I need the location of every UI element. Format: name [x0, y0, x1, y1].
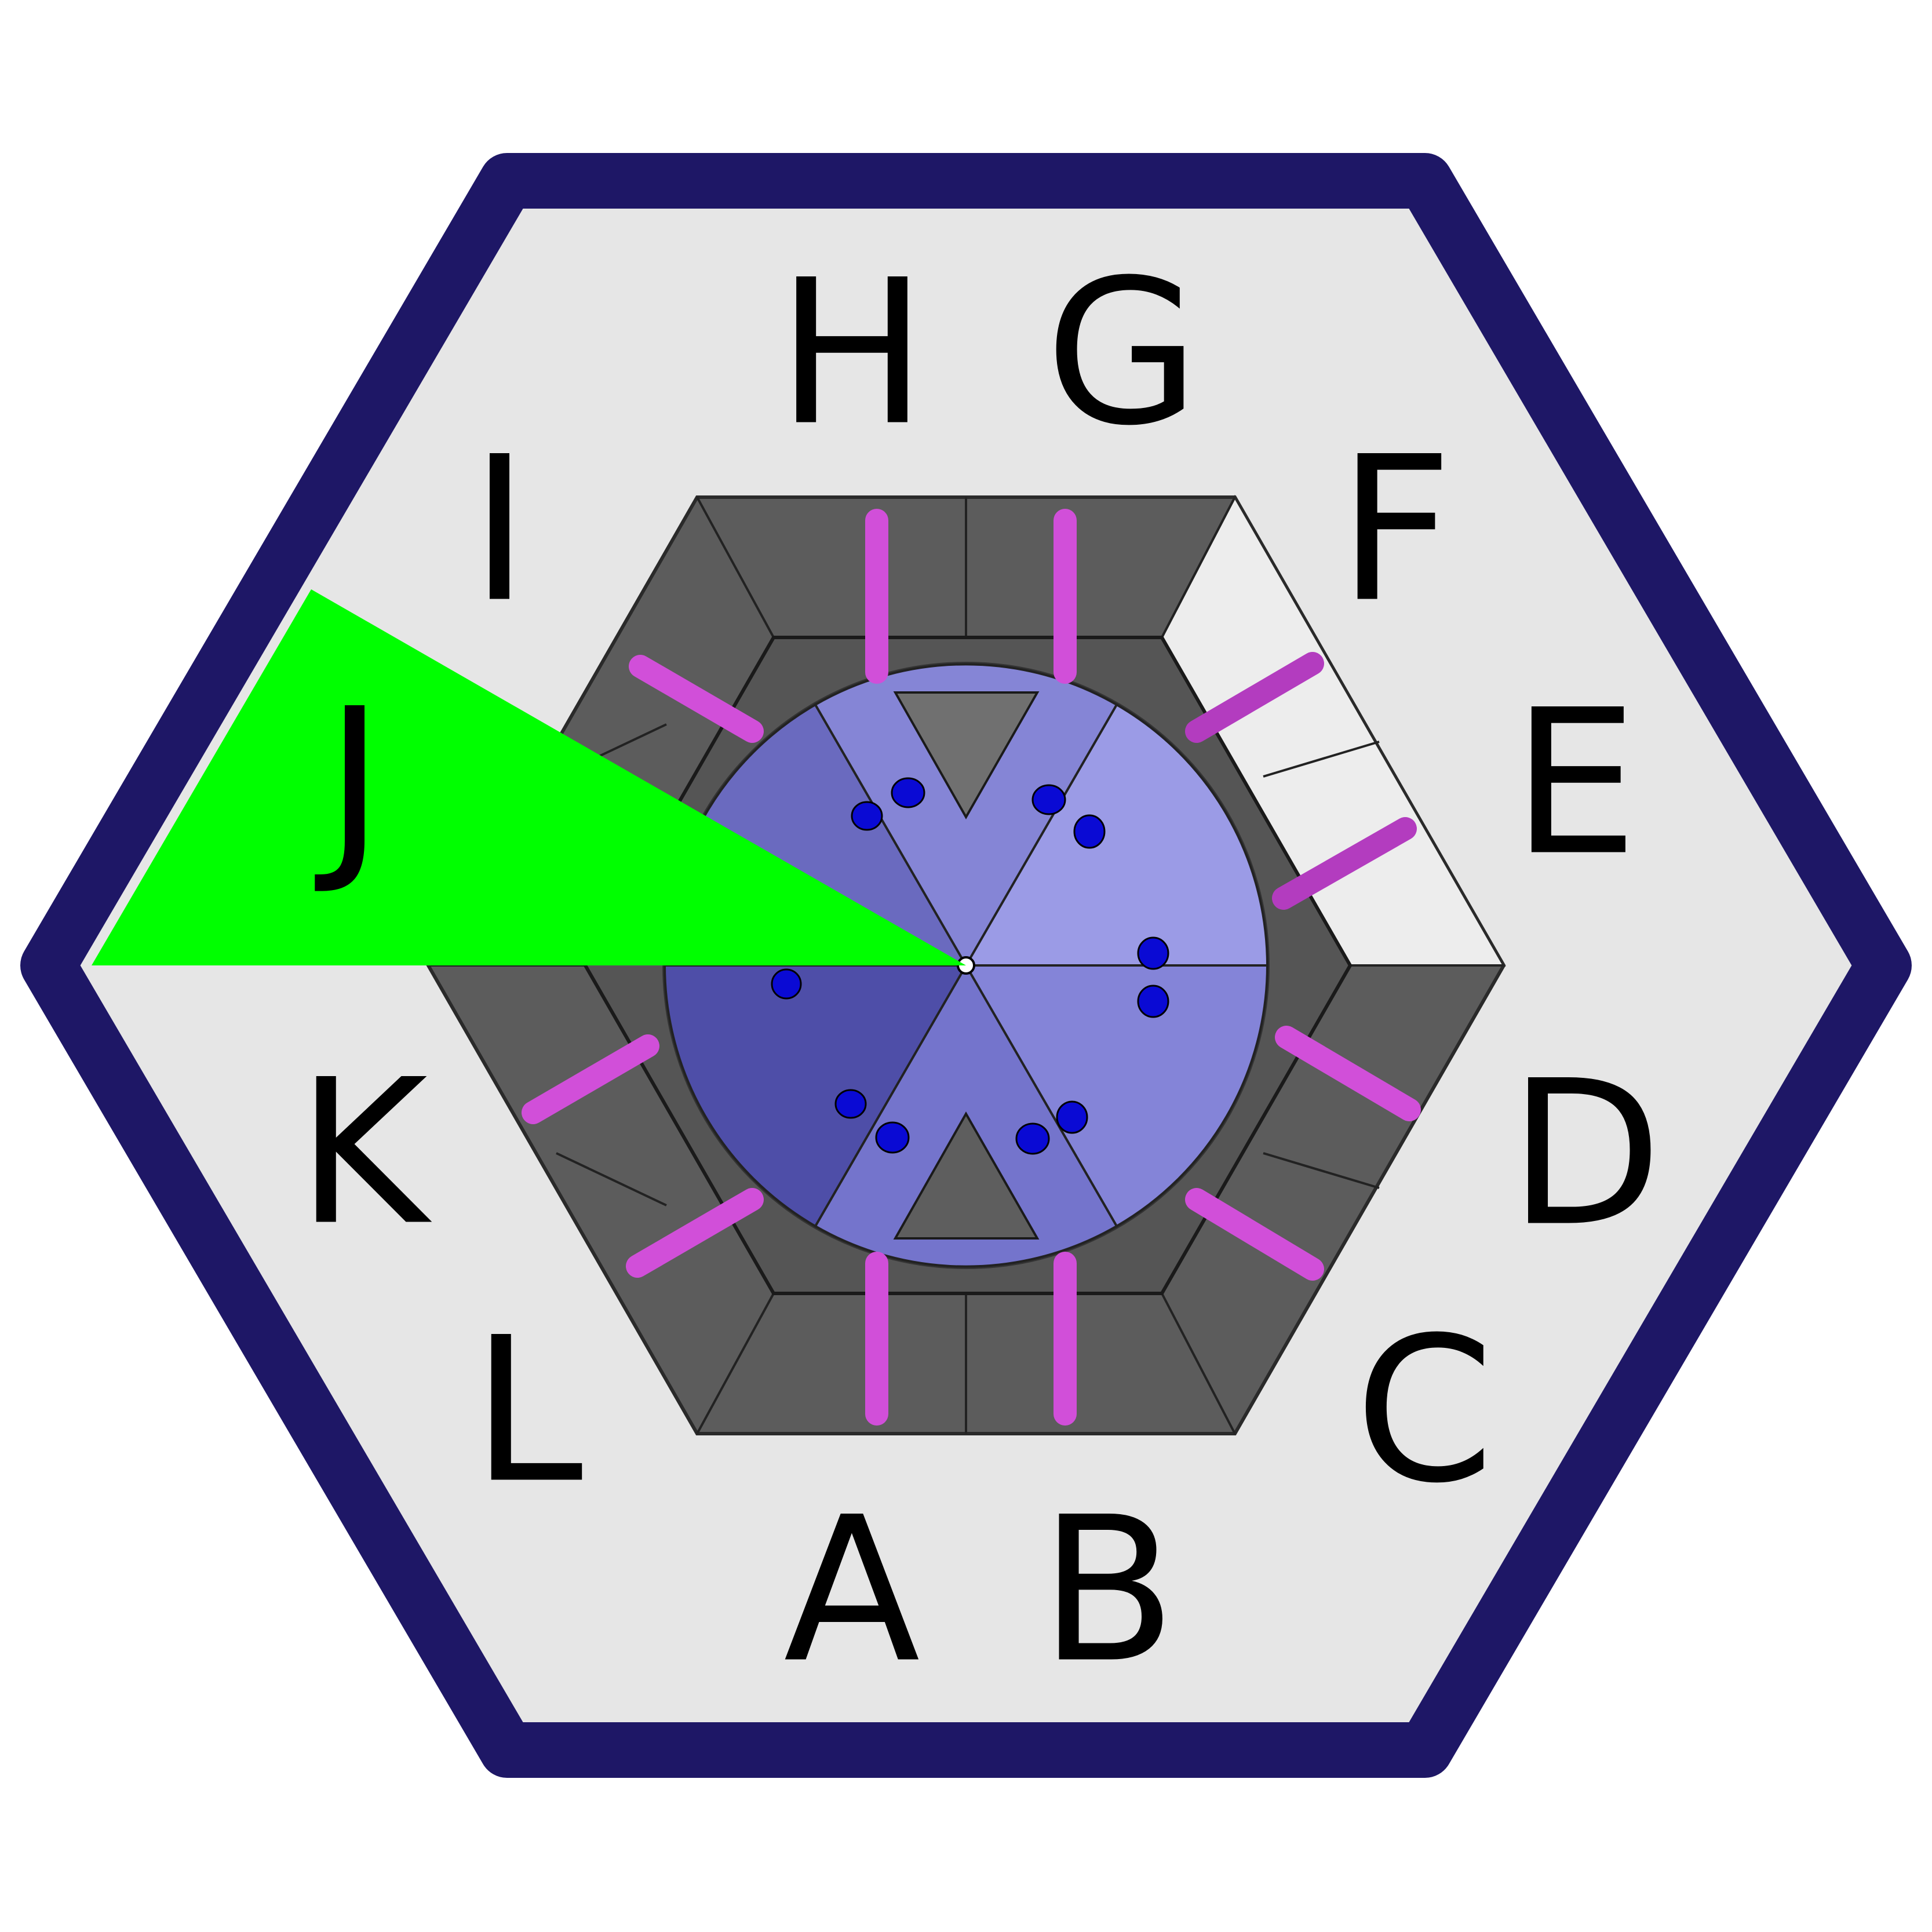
bottom-notch	[893, 1111, 1040, 1240]
rod-11	[522, 1034, 659, 1124]
disc-sector-lower-left	[663, 964, 968, 1228]
magenta-rods	[522, 509, 1421, 1426]
sector-label-g: G	[1045, 238, 1200, 470]
sector-label-i: I	[470, 414, 529, 647]
sector-label-b: B	[1040, 1475, 1177, 1707]
rod-6	[1185, 652, 1324, 743]
sector-label-l: L	[472, 1295, 584, 1528]
sector-label-a: A	[783, 1475, 921, 1707]
disc-sector-right	[964, 964, 1269, 1228]
highlighted-wedge	[92, 589, 966, 965]
rod-9	[1185, 1188, 1324, 1281]
rod-10	[626, 1188, 764, 1278]
rod-5	[629, 655, 764, 743]
sector-label-e: E	[1512, 668, 1638, 900]
sector-label-c: C	[1355, 1295, 1494, 1528]
rod-8	[1275, 1026, 1421, 1121]
sector-label-f: F	[1338, 414, 1453, 647]
rod-7	[1272, 817, 1417, 910]
sector-labels: A B C D E F G H I J K L	[297, 238, 1663, 1707]
disc-sector-upper-right	[964, 703, 1269, 967]
sector-label-k: K	[297, 1037, 434, 1270]
blue-dots	[771, 777, 1169, 1155]
sector-label-d: D	[1508, 1038, 1663, 1271]
sector-label-h: H	[777, 238, 927, 470]
top-notch	[893, 691, 1040, 820]
